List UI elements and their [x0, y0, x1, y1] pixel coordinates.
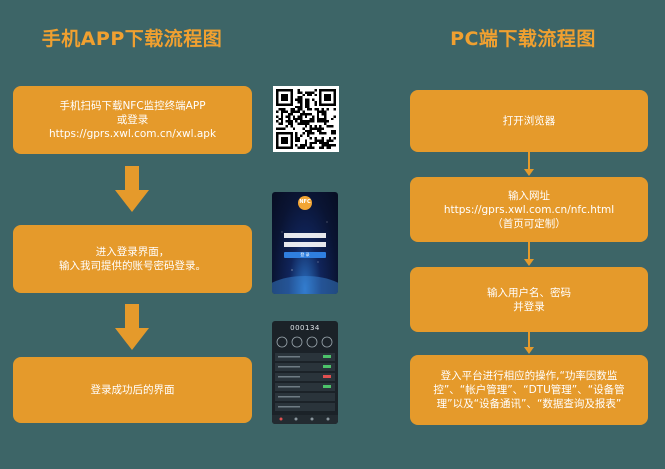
login-button-label: 登 录 — [300, 252, 310, 257]
right-step4-line1: 登入平台进行相应的操作,“功率因数监 — [440, 370, 618, 382]
right-connector-2 — [524, 242, 534, 266]
left-step3-line1: 登录成功后的界面 — [90, 384, 175, 396]
left-step1-line2: 或登录 — [116, 114, 149, 126]
main-screen-illustration — [272, 336, 338, 424]
left-step1-box: 手机扫码下载NFC监控终端APP 或登录 https://gprs.xwl.co… — [13, 86, 252, 154]
right-step3-line2: 并登录 — [513, 300, 545, 313]
right-step4-line3: 理”以及“设备通讯”、“数据查询及报表” — [436, 398, 622, 410]
login-screen-illustration — [272, 196, 338, 294]
right-step2-line3: （首页可定制） — [492, 217, 566, 230]
right-step2-box: 输入网址 https://gprs.xwl.com.cn/nfc.html （首… — [410, 177, 648, 242]
left-step2-box: 进入登录界面， 输入我司提供的账号密码登录。 — [13, 225, 252, 293]
right-step4-line2: 控”、“帐户管理”、“DTU管理”、“设备管 — [433, 384, 625, 396]
right-step2-url: https://gprs.xwl.com.cn/nfc.html — [443, 203, 615, 216]
arrow-down-icon — [115, 166, 149, 212]
left-step3-box: 登录成功后的界面 — [13, 357, 252, 423]
qr-code-icon — [276, 89, 336, 149]
left-step1-line1: 手机扫码下载NFC监控终端APP — [59, 100, 206, 112]
right-step1-box: 打开浏览器 — [410, 90, 648, 152]
right-step3-box: 输入用户名、密码 并登录 — [410, 267, 648, 332]
main-screen-counter: 000134 — [290, 324, 320, 332]
left-step2-line2: 输入我司提供的账号密码登录。 — [59, 260, 206, 272]
right-step1-line1: 打开浏览器 — [502, 115, 556, 127]
qr-code-image — [273, 86, 339, 152]
left-step1-url: https://gprs.xwl.com.cn/xwl.apk — [48, 128, 217, 140]
right-step2-line1: 输入网址 — [508, 189, 550, 202]
right-step4-box: 登入平台进行相应的操作,“功率因数监 控”、“帐户管理”、“DTU管理”、“设备… — [410, 355, 648, 425]
login-screen-image: NFC 登 录 — [272, 192, 338, 294]
arrow-down-icon — [115, 304, 149, 350]
right-connector-1 — [524, 152, 534, 176]
right-step3-line1: 输入用户名、密码 — [487, 286, 571, 299]
login-logo-text: NFC — [299, 199, 311, 205]
right-title: PC端下载流程图 — [450, 28, 596, 50]
right-connector-3 — [524, 332, 534, 354]
main-screen-image: 000134 — [272, 321, 338, 424]
left-step2-line1: 进入登录界面， — [95, 246, 170, 258]
left-title: 手机APP下载流程图 — [41, 28, 223, 50]
